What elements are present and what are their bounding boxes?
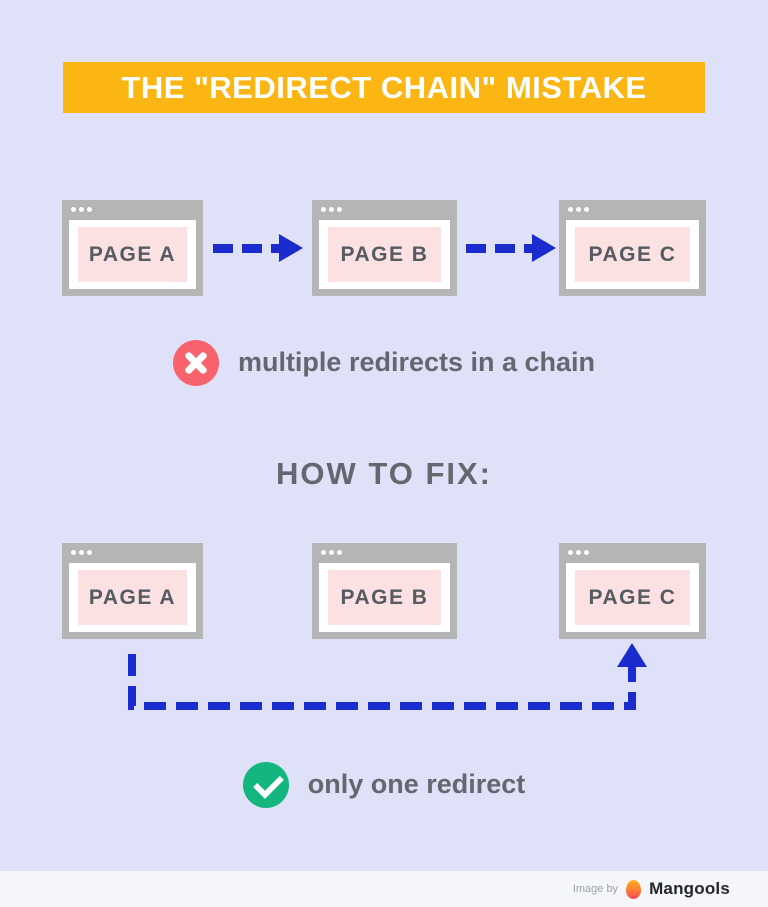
browser-window-before-c: PAGE C [559,200,706,296]
mistake-caption: multiple redirects in a chain [0,339,768,386]
title-banner: THE "REDIRECT CHAIN" MISTAKE [63,62,705,113]
redirect-arrow-a-to-b [213,234,305,262]
arrow-dash [495,243,515,253]
window-body: PAGE A [69,563,196,632]
window-dots-icon [321,550,342,555]
window-dots-icon [71,207,92,212]
route-dashed-line [128,654,636,710]
mangools-logo-icon [626,879,642,899]
arrowhead-right-icon [532,234,556,262]
page-label: PAGE B [328,570,441,625]
credit-label: Image by [572,883,619,895]
page-label: PAGE A [78,570,187,625]
window-body: PAGE C [566,563,699,632]
fix-caption: only one redirect [0,761,768,808]
window-body: PAGE B [319,220,450,289]
browser-window-after-a: PAGE A [62,543,203,639]
arrow-dash [213,243,233,253]
brand-name: Mangools [649,879,730,898]
x-circle-icon [172,339,219,386]
browser-window-after-b: PAGE B [312,543,457,639]
arrow-stub [271,243,279,253]
browser-window-before-a: PAGE A [62,200,203,296]
title-text: THE "REDIRECT CHAIN" MISTAKE [121,69,647,105]
page-label: PAGE B [328,227,441,282]
window-body: PAGE B [319,563,450,632]
window-body: PAGE C [566,220,699,289]
window-dots-icon [71,550,92,555]
arrow-stub [524,243,532,253]
page-label: PAGE C [575,570,690,625]
arrow-dash [242,243,262,253]
page-label: PAGE C [575,227,690,282]
how-to-fix-heading: HOW TO FIX: [275,456,493,491]
mistake-caption-text: multiple redirects in a chain [237,347,596,377]
browser-window-after-c: PAGE C [559,543,706,639]
arrowhead-right-icon [279,234,303,262]
arrow-dash [466,243,486,253]
redirect-arrow-b-to-c [466,234,556,262]
window-body: PAGE A [69,220,196,289]
check-circle-icon [242,761,289,808]
window-dots-icon [568,207,589,212]
arrowhead-up-icon [617,643,647,667]
footer-bar: Image by Mangools [0,871,768,907]
window-dots-icon [321,207,342,212]
page-label: PAGE A [78,227,187,282]
fix-caption-text: only one redirect [307,769,526,799]
browser-window-before-b: PAGE B [312,200,457,296]
window-dots-icon [568,550,589,555]
